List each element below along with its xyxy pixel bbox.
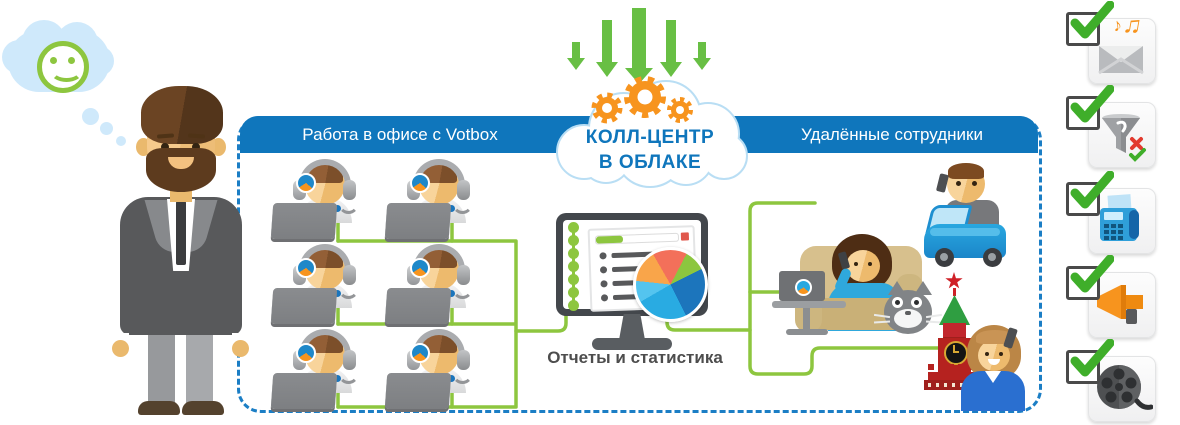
- checkmark-icon: [1070, 85, 1114, 123]
- call-operator: [270, 329, 382, 421]
- office-header-label: Работа в офисе с Votbox: [302, 125, 498, 144]
- report-list-row: [600, 280, 608, 288]
- checkmark-icon: [1070, 255, 1114, 293]
- remote-header-label: Удалённые сотрудники: [801, 125, 983, 144]
- cloud-title-line2: В ОБЛАКЕ: [598, 152, 702, 173]
- progress-bar: [594, 232, 680, 245]
- report-list-row: [599, 266, 608, 274]
- laptop-icon: [384, 288, 452, 324]
- checklist-item: [1066, 171, 1180, 262]
- green-dot: [568, 261, 579, 272]
- votbox-logo-icon: [296, 258, 316, 278]
- monitor-stand-base: [592, 338, 672, 350]
- laptop-icon: [270, 288, 338, 324]
- cloud-title-line1: КОЛЛ-ЦЕНТР: [585, 127, 715, 148]
- kremlin-clock-icon: [944, 341, 968, 365]
- call-operator: [384, 329, 496, 421]
- green-dot: [568, 222, 579, 233]
- smiley-icon: [37, 41, 89, 93]
- laptop-icon: [384, 373, 452, 409]
- votbox-logo-icon: [795, 279, 812, 296]
- cloud-shape: [556, 76, 748, 188]
- green-dot: [568, 248, 579, 259]
- laptop-icon: [270, 373, 338, 409]
- laptop-icon: [270, 203, 338, 239]
- checkmark-icon: [1070, 171, 1114, 209]
- green-dot: [568, 235, 579, 246]
- votbox-logo-icon: [296, 343, 316, 363]
- checklist-item: ♪♫: [1066, 1, 1180, 92]
- laptop-icon: [384, 203, 452, 239]
- votbox-logo-icon: [410, 173, 430, 193]
- votbox-logo-icon: [296, 173, 316, 193]
- call-operator: [384, 244, 496, 336]
- report-list-row: [599, 252, 607, 260]
- office-stub-lines: [336, 210, 454, 409]
- checklist-item: [1066, 255, 1180, 346]
- pie-chart: [633, 247, 708, 322]
- gears-icon: [591, 76, 693, 124]
- monitor-stand: [619, 314, 645, 340]
- monitor-feed-line: [514, 303, 568, 333]
- green-dot: [568, 300, 579, 311]
- call-operator: [270, 159, 382, 251]
- cloud-arrows-icon: [567, 8, 711, 84]
- monitor-caption: Отчеты и статистика: [547, 348, 723, 367]
- votbox-logo-icon: [410, 343, 430, 363]
- votbox-logo-icon: [410, 258, 430, 278]
- mail-music-icon: ♪♫: [1088, 10, 1156, 84]
- green-dot: [568, 274, 579, 285]
- checklist-item: [1066, 339, 1180, 425]
- call-operator: [384, 159, 496, 251]
- green-dot: [568, 287, 579, 298]
- call-operator: [270, 244, 382, 336]
- remote-trunk-line: [748, 201, 940, 376]
- checkmark-icon: [1070, 1, 1114, 39]
- monitor-out-line: [665, 298, 752, 332]
- checklist-item: [1066, 85, 1180, 176]
- checkmark-icon: [1070, 339, 1114, 377]
- report-list-row: [600, 294, 609, 302]
- close-flag-icon: [680, 232, 690, 241]
